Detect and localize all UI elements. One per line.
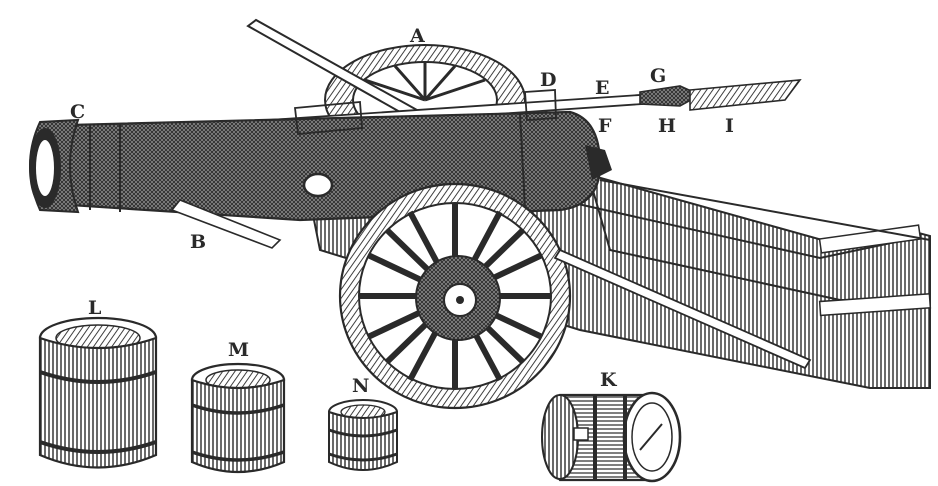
- label-E: E: [595, 77, 609, 99]
- label-M: M: [228, 339, 249, 361]
- cask-L: [38, 316, 158, 469]
- handspike: [553, 248, 812, 370]
- label-A: A: [409, 25, 425, 47]
- label-K: K: [600, 369, 618, 391]
- cask-N: [328, 399, 398, 471]
- label-G: G: [650, 65, 666, 87]
- label-C: C: [70, 101, 85, 123]
- front-wheel: [338, 182, 572, 410]
- label-I: I: [725, 115, 734, 137]
- label-L: L: [88, 297, 101, 319]
- label-F: F: [598, 115, 612, 137]
- label-N: N: [352, 375, 369, 397]
- label-B: B: [190, 231, 206, 253]
- cask-K: [541, 391, 682, 483]
- label-D: D: [540, 69, 556, 91]
- cask-M: [190, 362, 286, 474]
- label-H: H: [658, 115, 676, 137]
